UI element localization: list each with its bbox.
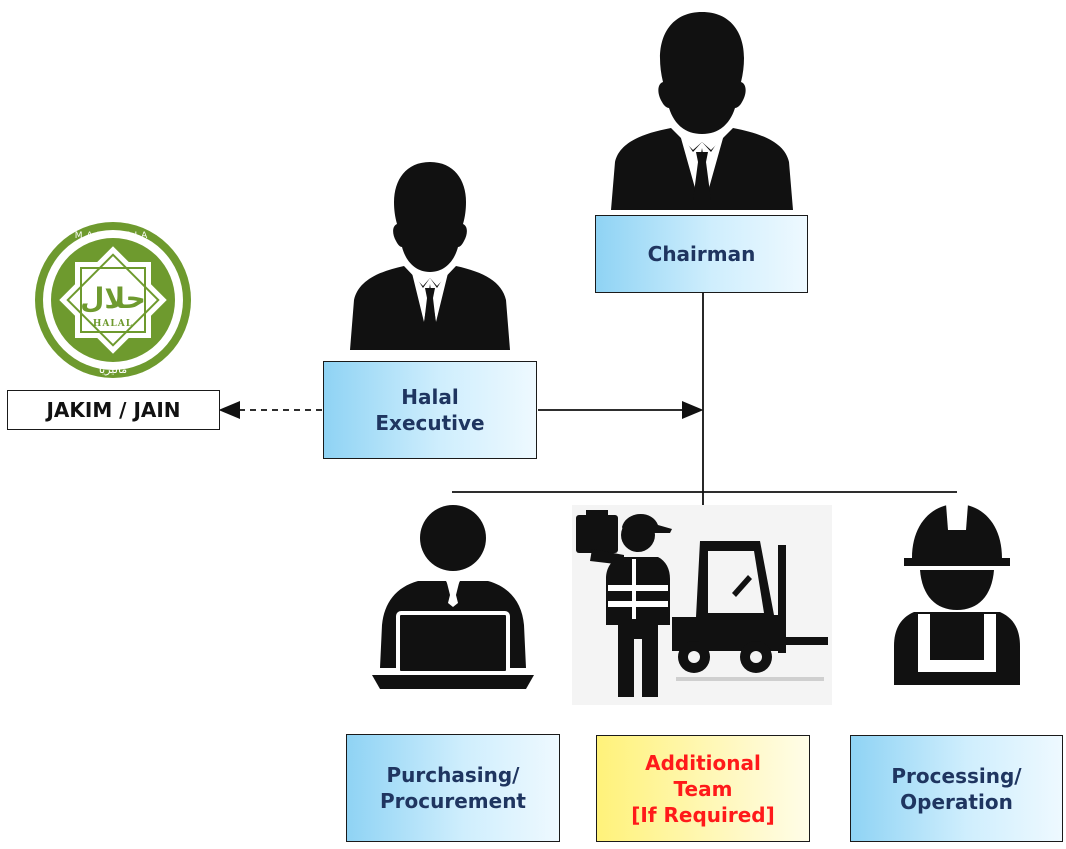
construction-worker-icon [894, 504, 1020, 685]
businessman-icon [611, 12, 793, 210]
logo-script: حلال [80, 282, 146, 315]
halal-logo-icon: MALAYSIA حلال HALAL ماليزيا [35, 222, 191, 378]
jakim-jain-label: JAKIM / JAIN [46, 398, 181, 422]
additional-team-box: Additional Team [If Required] [596, 735, 810, 842]
additional-team-label-line1: Additional [645, 750, 761, 775]
purchasing-label-line2: Procurement [380, 789, 526, 813]
halal-executive-label-line2: Executive [375, 411, 485, 435]
chairman-box: Chairman [595, 215, 808, 293]
logo-center-text: HALAL [93, 319, 133, 329]
additional-team-label-line2: Team [673, 776, 733, 801]
processing-operation-box: Processing/ Operation [850, 735, 1063, 842]
purchasing-label-line1: Purchasing/ [386, 763, 520, 787]
logo-bottom-script: ماليزيا [99, 363, 128, 376]
processing-label-line2: Operation [900, 789, 1013, 814]
jakim-jain-box: JAKIM / JAIN [7, 390, 220, 430]
chairman-label: Chairman [647, 242, 756, 266]
halal-executive-label-line1: Halal [401, 385, 459, 409]
halal-executive-box: Halal Executive [323, 361, 537, 459]
businessman-icon [350, 162, 510, 350]
forklift-worker-icon [572, 505, 832, 705]
logo-ring-text: MALAYSIA [75, 231, 152, 241]
office-worker-laptop-icon [372, 505, 534, 689]
additional-team-label-line3: [If Required] [631, 802, 775, 827]
purchasing-procurement-box: Purchasing/ Procurement [346, 734, 560, 842]
processing-label-line1: Processing/ [891, 763, 1022, 788]
